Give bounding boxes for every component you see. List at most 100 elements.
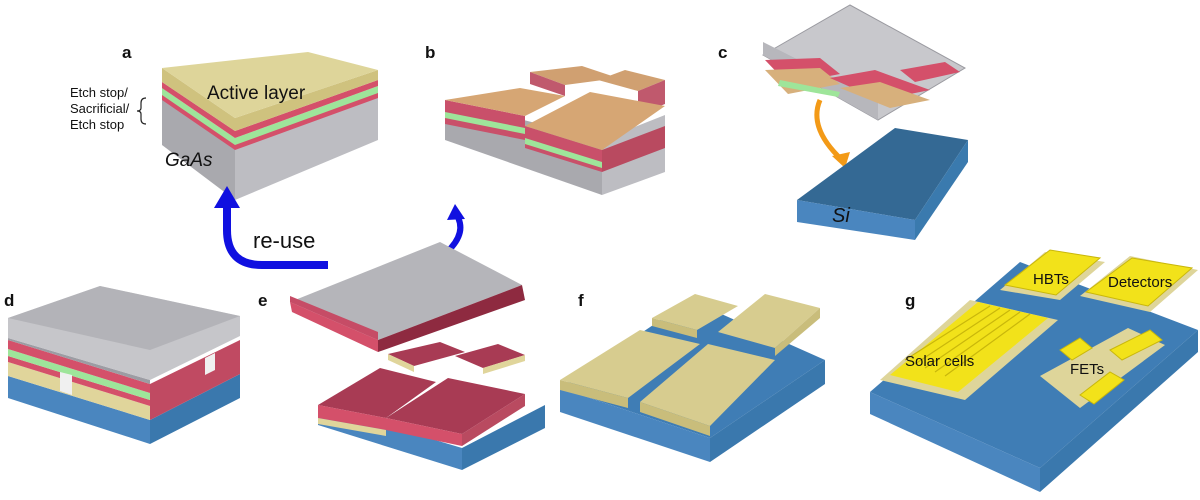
sacrificial-layer bbox=[162, 86, 378, 145]
flipped-mesa-1-active bbox=[765, 68, 840, 94]
mesa-f-back-left-top bbox=[652, 294, 738, 330]
panel-label-e: e bbox=[258, 291, 267, 310]
si-base-front bbox=[870, 392, 1040, 492]
panel-c: c Si bbox=[718, 4, 968, 240]
mesa-e-front-left-base bbox=[318, 418, 386, 436]
sacrificial-label: Sacrificial/ bbox=[70, 101, 130, 116]
flipped-sacrificial bbox=[778, 80, 840, 97]
mesa-back-right-top bbox=[598, 70, 665, 91]
panel-label-c: c bbox=[718, 43, 727, 62]
lifted-wafer-top bbox=[290, 242, 522, 340]
gaas-substrate-front-face bbox=[235, 90, 378, 200]
etch-stop-bottom-label: Etch stop bbox=[70, 117, 124, 132]
solar-cell-top bbox=[890, 302, 1048, 392]
mesa-f-front-left-top bbox=[560, 330, 700, 398]
mesa-e-front-left-side bbox=[318, 405, 386, 430]
active-layer-side bbox=[162, 68, 378, 131]
si-base-right bbox=[710, 360, 825, 462]
si-base-front bbox=[560, 388, 710, 462]
mesa-e-front-left-top bbox=[318, 368, 436, 418]
active-layer-top bbox=[162, 52, 378, 118]
flipped-mesa-3 bbox=[900, 62, 960, 82]
active-layer-label: Active layer bbox=[207, 83, 306, 104]
gaas-wafer-top-face bbox=[8, 286, 240, 350]
mesa-f-back-left-side bbox=[652, 318, 697, 338]
fets-label: FETs bbox=[1070, 361, 1104, 378]
panel-label-g: g bbox=[905, 291, 915, 310]
fet-pad-1 bbox=[1059, 337, 1093, 361]
reuse-label: re-use bbox=[253, 228, 315, 253]
panel-label-f: f bbox=[578, 291, 584, 310]
mesa-e-back-left-top bbox=[388, 342, 465, 366]
etch-stop-top-label: Etch stop/ bbox=[70, 85, 128, 100]
mesa-e-back-left-base bbox=[388, 354, 414, 372]
reuse-arrows: re-use bbox=[214, 186, 465, 269]
flipped-mesa-2-active bbox=[840, 82, 930, 108]
si-label: Si bbox=[832, 205, 850, 227]
lifted-wafer-side bbox=[290, 302, 378, 352]
etch-stop-layer-bottom bbox=[162, 88, 378, 150]
panel-g: g Solar cells HBTs Detectors FETs bbox=[870, 249, 1198, 492]
detector-top bbox=[1084, 257, 1194, 307]
reuse-arrow bbox=[223, 205, 328, 269]
solar-cell-fingers bbox=[904, 305, 1031, 377]
mesa-f-front-right-top bbox=[640, 344, 775, 426]
detectors-label: Detectors bbox=[1108, 274, 1172, 291]
etch-stop-layer-top bbox=[162, 80, 378, 138]
si-base-right bbox=[150, 374, 240, 444]
mesa-back-left-side bbox=[530, 72, 565, 96]
mesa-front-right-side2 bbox=[602, 126, 665, 172]
panel-f: f bbox=[560, 291, 825, 462]
transfer-arrow bbox=[814, 99, 844, 162]
fet-pad-2 bbox=[1079, 371, 1125, 405]
panel-b: b bbox=[425, 43, 665, 195]
si-substrate-right bbox=[915, 140, 968, 240]
panel-e: e bbox=[258, 242, 545, 470]
gap-front bbox=[60, 372, 72, 395]
mesa-front-right-sacrificial bbox=[525, 138, 602, 168]
hbts-label: HBTs bbox=[1033, 271, 1069, 288]
layers-right-face bbox=[150, 340, 240, 420]
mesa-f-front-right-side bbox=[640, 402, 710, 436]
reuse-arrow-head bbox=[214, 186, 240, 208]
si-base-right bbox=[1040, 330, 1198, 492]
si-base-top bbox=[870, 262, 1198, 468]
mesa-e-front-right-top bbox=[386, 378, 525, 434]
si-base-right bbox=[462, 405, 545, 470]
etch-stop-bonded bbox=[8, 356, 150, 406]
transfer-arrow-head bbox=[832, 152, 850, 168]
mesa-e-back-right-base bbox=[483, 355, 525, 374]
gaas-label: GaAs bbox=[165, 150, 213, 171]
si-substrate-top bbox=[797, 128, 968, 220]
lifted-wafer-underside bbox=[378, 285, 525, 352]
panel-label-d: d bbox=[4, 291, 14, 310]
mesa-f-back-right-side bbox=[775, 308, 820, 356]
solar-cells-label: Solar cells bbox=[905, 353, 974, 370]
fet-pad-3 bbox=[1109, 329, 1163, 361]
mesa-front-right-top bbox=[525, 92, 665, 150]
panel-label-a: a bbox=[122, 43, 132, 62]
mesa-front-left-top bbox=[445, 88, 565, 116]
mesa-f-back-right-top bbox=[718, 294, 820, 348]
panel-d: d bbox=[4, 286, 240, 444]
panel-a: a Active layer Etch stop/ Sacrificial/ E… bbox=[70, 43, 378, 200]
mesa-e-back-right-top bbox=[455, 344, 525, 368]
active-layer-bonded bbox=[8, 362, 150, 420]
si-substrate-front bbox=[797, 200, 915, 240]
si-base-front bbox=[8, 376, 150, 444]
mesa-e-front-right-side bbox=[386, 418, 462, 446]
etch-stop-bonded-top bbox=[8, 340, 150, 393]
lift-arrow-head bbox=[447, 204, 465, 220]
mesa-f-front-left-side bbox=[560, 380, 628, 408]
mesa-e-front-right-side2 bbox=[462, 394, 525, 446]
mesa-front-left-sacrificial bbox=[445, 112, 525, 134]
layer-bracket bbox=[136, 97, 147, 125]
sacrificial-bonded bbox=[8, 349, 150, 400]
lifted-wafer-etch-stop bbox=[290, 296, 378, 340]
panel-label-b: b bbox=[425, 43, 435, 62]
gap-right bbox=[205, 353, 215, 375]
hbt-top bbox=[1003, 249, 1102, 296]
gaas-substrate-left-face bbox=[162, 88, 235, 200]
gaas-wafer-edge bbox=[8, 338, 150, 384]
